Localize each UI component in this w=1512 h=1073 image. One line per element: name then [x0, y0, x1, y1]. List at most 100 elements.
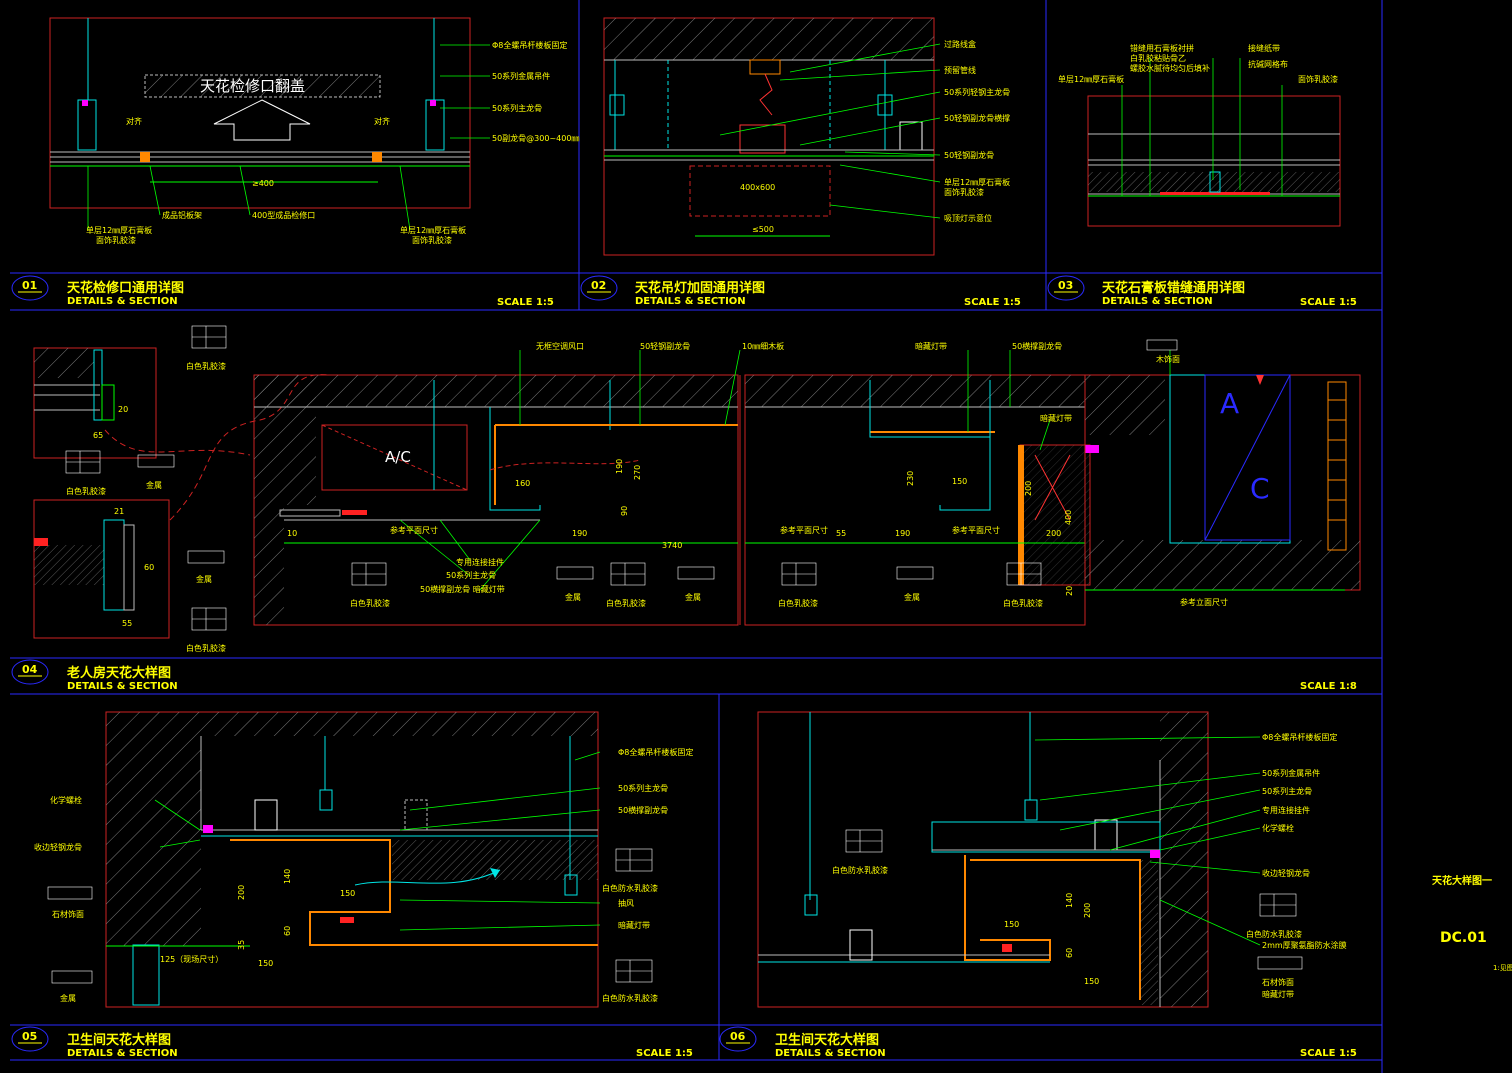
tb5-subtitle: DETAILS & SECTION	[67, 1048, 178, 1059]
p4-dim-150: 150	[952, 477, 967, 486]
p6-dim-200: 200	[1083, 903, 1092, 918]
p4-dim-60: 60	[144, 563, 154, 572]
tb5-scale: SCALE 1:5	[636, 1048, 693, 1059]
p6-note-7: 白色防水乳胶漆	[832, 865, 888, 875]
p4-dim-230: 230	[906, 471, 915, 486]
p4-finish-2: 白色乳胶漆	[66, 486, 106, 496]
p3-note-7: 单层12㎜厚石膏板	[1058, 74, 1124, 84]
p4-dim-270: 270	[633, 465, 642, 480]
p4-dim-200a: 200	[1024, 481, 1033, 496]
p1-leaders	[87, 44, 490, 231]
p4-ac2-a: A	[1220, 387, 1239, 420]
p3-note-4: 接缝纸带	[1248, 43, 1280, 53]
p2-dim-1: 400x600	[740, 183, 775, 192]
p4-finish-12: 白色乳胶漆	[1003, 598, 1043, 608]
tb3-subtitle: DETAILS & SECTION	[1102, 296, 1213, 307]
p4-note-3: 10㎜细木板	[742, 341, 784, 351]
p4-dim-190b: 190	[895, 529, 910, 538]
p6-note-11: 暗藏灯带	[1262, 989, 1294, 999]
tb2-title: 天花吊灯加固通用详图	[635, 280, 765, 296]
tb2-subtitle: DETAILS & SECTION	[635, 296, 746, 307]
panel-03-drawing: 错缝用石膏板衬拼 白乳胶粘贴骨乙 螺胶水腻待均匀后填补 接缝纸带 抗碱网格布 面…	[1058, 43, 1341, 227]
p5-note-3: 50横撑副龙骨	[618, 805, 668, 815]
p6-dim-150b: 150	[1084, 977, 1099, 986]
title-block-04: 04 老人房天花大样图 DETAILS & SECTION SCALE 1:8	[11, 659, 1357, 692]
tb1-number: 01	[22, 279, 37, 292]
p4-ac2-c: C	[1250, 472, 1270, 505]
tb4-subtitle: DETAILS & SECTION	[67, 681, 178, 692]
tb3-title: 天花石膏板错缝通用详图	[1102, 280, 1245, 296]
p4-finish-10: 白色乳胶漆	[778, 598, 818, 608]
p6-dim-60: 60	[1065, 948, 1074, 958]
sheet-side-label: 天花大样图一	[1432, 874, 1492, 887]
p2-leaders	[719, 43, 941, 219]
title-block-02: 02 天花吊灯加固通用详图 DETAILS & SECTION SCALE 1:…	[580, 275, 1021, 308]
p4-dim-21: 21	[114, 507, 124, 516]
tb6-subtitle: DETAILS & SECTION	[775, 1048, 886, 1059]
tb5-title: 卫生间天花大样图	[67, 1032, 171, 1048]
p6-note-6: 收边轻钢龙骨	[1262, 868, 1310, 878]
p6-note-3: 50系列主龙骨	[1262, 786, 1312, 796]
p5-note-11: 金属	[60, 993, 76, 1003]
sheet-note: 1:见图	[1493, 964, 1512, 972]
p4-dim-160: 160	[515, 479, 530, 488]
panel-04-drawing: 20 65 21 60 55 A/C	[33, 325, 1361, 653]
p4-ref-2: 参考平面尺寸	[780, 525, 828, 535]
p2-note-6: 单层12㎜厚石膏板	[944, 177, 1010, 187]
p4-dim-55: 55	[122, 619, 132, 628]
p4-note-6: 暗藏灯带	[1040, 413, 1072, 423]
p6-leaders	[1034, 736, 1261, 946]
p4-note-7: 木饰面	[1156, 354, 1180, 364]
p4-finish-9: 金属	[904, 592, 920, 602]
tb6-title: 卫生间天花大样图	[775, 1032, 879, 1048]
p2-note-1: 过路线盒	[944, 39, 976, 49]
panel-05-drawing: Φ8全螺吊杆楼板固定 50系列主龙骨 50横撑副龙骨 化学螺栓 收边轻钢龙骨 白…	[34, 711, 693, 1008]
p2-note-8: 吸顶灯示意位	[944, 213, 992, 223]
p2-dim-2: ≤500	[752, 225, 774, 234]
p1-note-2: 50系列金属吊件	[492, 71, 550, 81]
p6-note-4: 专用连接挂件	[1262, 805, 1310, 815]
p2-note-4: 50轻钢副龙骨横撑	[944, 113, 1010, 123]
p1-align-right: 对齐	[374, 116, 390, 126]
p4-dim-190a: 190	[572, 529, 587, 538]
p1-note-3: 50系列主龙骨	[492, 103, 542, 113]
tb6-scale: SCALE 1:5	[1300, 1048, 1357, 1059]
sheet-number: DC.01	[1440, 930, 1487, 946]
p1-dim: ≥400	[252, 179, 274, 188]
p5-dim-200: 200	[237, 885, 246, 900]
p3-note-2: 白乳胶粘贴骨乙	[1130, 53, 1186, 63]
p3-note-5: 抗碱网格布	[1248, 59, 1288, 69]
tb1-subtitle: DETAILS & SECTION	[67, 296, 178, 307]
p4-dim-65: 65	[93, 431, 103, 440]
title-block-06: 06 卫生间天花大样图 DETAILS & SECTION SCALE 1:5	[719, 1026, 1357, 1059]
p1-align-left: 对齐	[126, 116, 142, 126]
p6-note-2: 50系列金属吊件	[1262, 768, 1320, 778]
p6-tag-group	[845, 829, 1303, 970]
p4-ac: A/C	[385, 448, 411, 466]
p5-dim-150a: 150	[340, 889, 355, 898]
p4-ref-3: 参考平面尺寸	[952, 525, 1000, 535]
p1-bottom-5: 单层12㎜厚石膏板	[400, 225, 466, 235]
p4-dim-3740: 3740	[662, 541, 682, 550]
title-block-03: 03 天花石膏板错缝通用详图 DETAILS & SECTION SCALE 1…	[1047, 275, 1357, 308]
p4-finish-7: 金属	[685, 592, 701, 602]
p4-note-1: 无框空调风口	[536, 341, 584, 351]
sheet-frame	[10, 0, 1383, 1073]
p5-note-9: 石材饰面	[52, 909, 84, 919]
p4-dim-200b: 200	[1046, 529, 1061, 538]
tb4-scale: SCALE 1:8	[1300, 681, 1357, 692]
tb3-number: 03	[1058, 279, 1073, 292]
p5-leaders	[154, 751, 601, 931]
p4-dim-55b: 55	[836, 529, 846, 538]
p5-note-1: Φ8全螺吊杆楼板固定	[618, 747, 693, 757]
p2-note-7: 面饰乳胶漆	[944, 187, 984, 197]
p5-note-10: 白色防水乳胶漆	[602, 993, 658, 1003]
p4-dim-190c: 190	[615, 459, 624, 474]
p3-note-6: 面饰乳胶漆	[1298, 74, 1338, 84]
p6-note-1: Φ8全螺吊杆楼板固定	[1262, 732, 1337, 742]
p1-bottom-1: 单层12㎜厚石膏板	[86, 225, 152, 235]
p6-dim-140: 140	[1065, 893, 1074, 908]
p5-dim-60: 60	[283, 926, 292, 936]
p6-note-8: 白色防水乳胶漆	[1246, 929, 1302, 939]
